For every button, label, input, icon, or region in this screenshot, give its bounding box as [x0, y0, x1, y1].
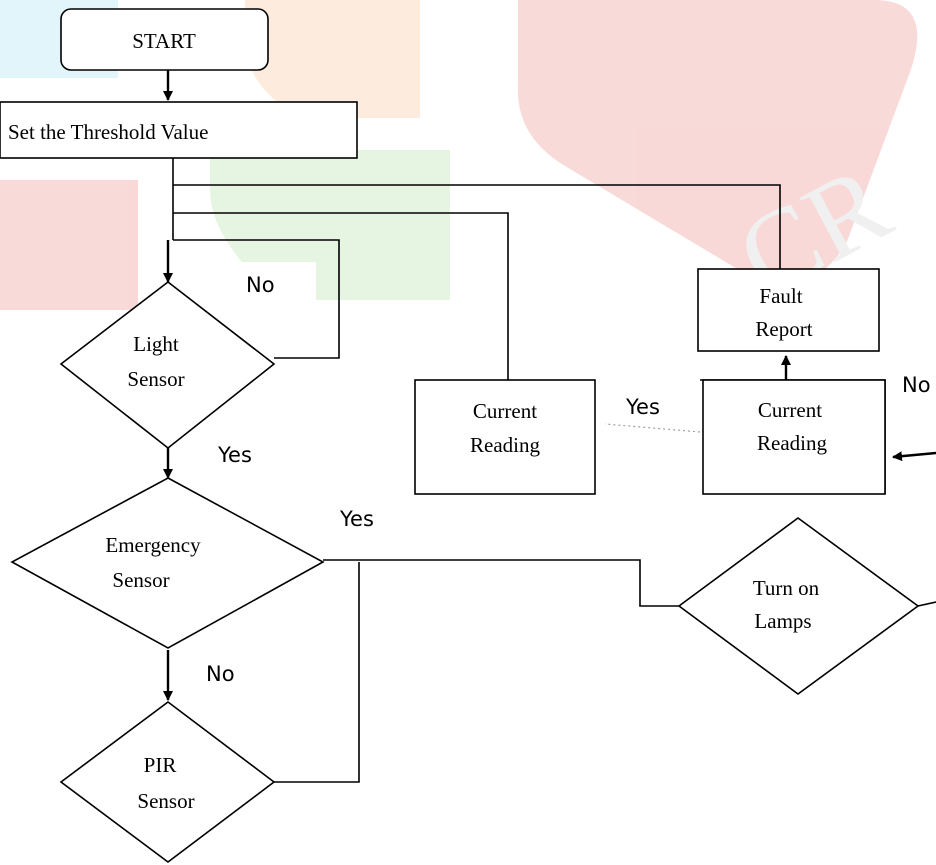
- emergency-yes-line: [323, 559, 679, 607]
- turn-on-lamps-node: Turn on Lamps: [677, 517, 920, 695]
- fault-report-label-line2: Report: [755, 317, 812, 341]
- lamps-out-line: [917, 601, 936, 607]
- light-no-label: No: [246, 273, 275, 297]
- reading-yes-dotted-line: [604, 423, 701, 433]
- current-reading-right-box: [702, 379, 886, 495]
- fault-loop-line: [173, 184, 781, 269]
- fault-report-node: Fault Report: [697, 268, 880, 352]
- threshold-label: Set the Threshold Value: [8, 120, 208, 144]
- current-reading-right-label-line1: Current: [758, 398, 822, 422]
- emergency-sensor-label-line1: Emergency: [105, 533, 201, 557]
- light-sensor-label-line2: Sensor: [127, 367, 184, 391]
- light-sensor-diamond: [59, 280, 276, 450]
- threshold-box: [0, 101, 358, 159]
- start-label: START: [132, 29, 196, 53]
- reading-loop-line: [173, 212, 509, 380]
- light-sensor-label-line1: Light: [133, 332, 179, 356]
- fault-report-label-line1: Fault: [759, 284, 802, 308]
- pir-sensor-label-line1: PIR: [144, 753, 177, 777]
- turn-on-lamps-label-line2: Lamps: [754, 609, 811, 633]
- emergency-sensor-label-line2: Sensor: [112, 568, 169, 592]
- current-reading-left-node: Current Reading: [414, 379, 596, 495]
- pir-feedback-line: [274, 562, 360, 783]
- emergency-yes-label: Yes: [339, 507, 374, 531]
- no-label-background: [226, 262, 316, 304]
- current-reading-left-label-line1: Current: [473, 399, 537, 423]
- emergency-sensor-diamond: [10, 477, 325, 649]
- reading-no-label: No: [902, 373, 931, 397]
- fault-report-box: [697, 268, 880, 352]
- light-sensor-node: Light Sensor: [59, 280, 276, 450]
- light-no-loop-line: [173, 239, 340, 359]
- emergency-no-label: No: [206, 662, 235, 686]
- pir-sensor-label-line2: Sensor: [137, 789, 194, 813]
- emergency-sensor-node: Emergency Sensor: [10, 477, 325, 649]
- start-node: START: [60, 8, 269, 71]
- current-reading-left-label-line2: Reading: [470, 433, 540, 457]
- pir-sensor-node: PIR Sensor: [59, 700, 276, 864]
- reading-yes-label: Yes: [625, 395, 660, 419]
- current-reading-right-node: Current Reading: [702, 379, 886, 495]
- watermark-orange-shape: [245, 0, 420, 118]
- yes-label-background: [208, 434, 280, 476]
- watermark-red-left-block: [0, 180, 138, 310]
- turn-on-lamps-label-line1: Turn on: [753, 576, 820, 600]
- current-reading-left-box: [414, 379, 596, 495]
- threshold-node: Set the Threshold Value: [0, 101, 358, 159]
- watermark-red-shape: [517, 0, 918, 285]
- pir-sensor-diamond: [59, 700, 276, 864]
- current-reading-right-label-line2: Reading: [757, 431, 827, 455]
- light-yes-label: Yes: [217, 443, 252, 467]
- no-input-arrow: [892, 451, 936, 462]
- turn-on-lamps-diamond: [677, 517, 920, 695]
- start-box: [60, 8, 269, 71]
